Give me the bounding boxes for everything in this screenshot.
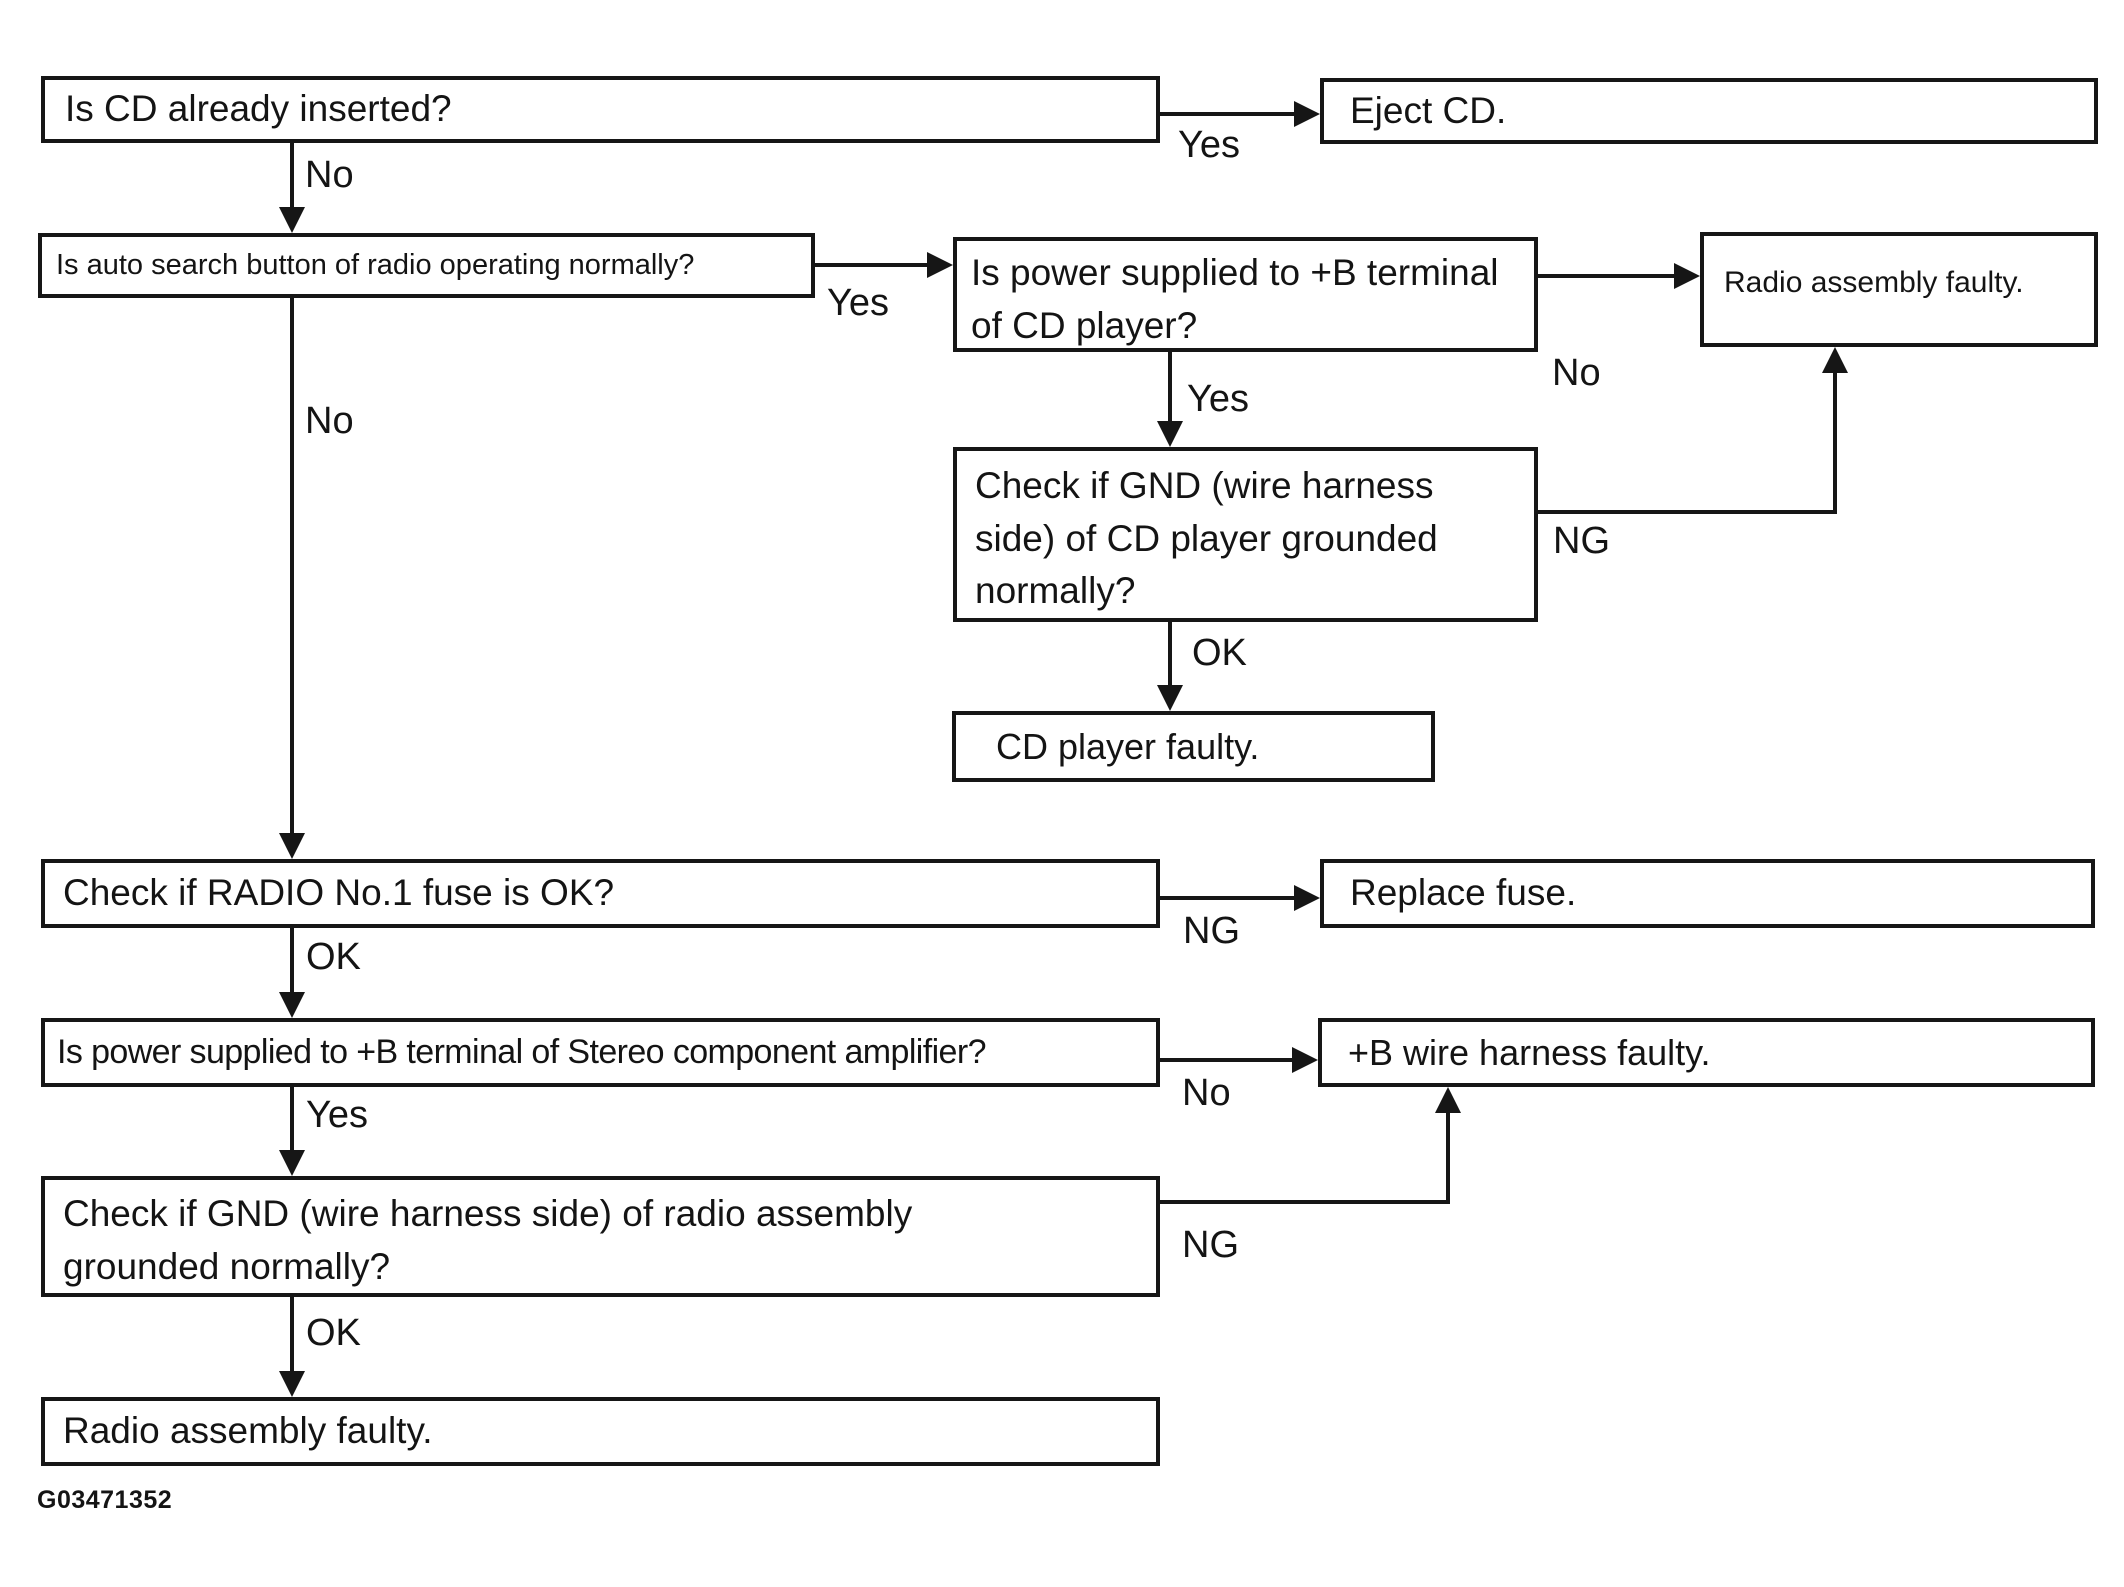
edge-powercd-to-radiofault-arrowhead-icon (1674, 263, 1700, 289)
edge-gndcd-ng-arrowhead-icon (1822, 347, 1848, 373)
edge-label-no-1: No (305, 154, 354, 196)
edge-label-yes-1: Yes (1178, 124, 1240, 166)
edge-label-ok-1: OK (1192, 632, 1247, 674)
edge-label-yes-4: Yes (306, 1094, 368, 1136)
edge-gndradio-to-radiofault-line (290, 1297, 294, 1371)
edge-poweramp-to-bwire-arrowhead-icon (1292, 1047, 1318, 1073)
edge-powercd-to-gndcd-line (1168, 352, 1172, 423)
node-gnd-cd-player: Check if GND (wire harness side) of CD p… (953, 447, 1538, 622)
edge-label-ok-2: OK (306, 936, 361, 978)
edge-label-yes-2: Yes (827, 282, 889, 324)
figure-code: G03471352 (37, 1486, 173, 1514)
edge-autosearch-to-fuse-line (290, 298, 294, 835)
node-cd-player-faulty: CD player faulty. (952, 711, 1435, 782)
node-is-cd-inserted: Is CD already inserted? (41, 76, 1160, 143)
edge-gndradio-ng-vertical-line (1446, 1111, 1450, 1204)
edge-label-no-2: No (1552, 352, 1601, 394)
node-radio-fuse-ok: Check if RADIO No.1 fuse is OK? (41, 859, 1160, 928)
edge-label-no-4: No (1182, 1072, 1231, 1114)
edge-poweramp-to-bwire-line (1160, 1058, 1292, 1062)
edge-gndradio-ng-arrowhead-icon (1435, 1087, 1461, 1113)
node-replace-fuse: Replace fuse. (1320, 859, 2095, 928)
edge-gndcd-ng-vertical-line (1833, 371, 1837, 514)
edge-fuse-to-replace-line (1160, 896, 1296, 900)
edge-label-ng-1: NG (1553, 520, 1610, 562)
node-radio-assembly-faulty-bottom: Radio assembly faulty. (41, 1397, 1160, 1466)
edge-gndcd-ng-horizontal-line (1538, 510, 1837, 514)
edge-poweramp-to-gndradio-arrowhead-icon (279, 1150, 305, 1176)
edge-gndcd-to-cdfault-arrowhead-icon (1157, 685, 1183, 711)
node-power-to-cd-player: Is power supplied to +B terminal of CD p… (953, 237, 1538, 352)
edge-cd-to-autosearch-arrowhead-icon (279, 207, 305, 233)
edge-fuse-to-replace-arrowhead-icon (1294, 885, 1320, 911)
edge-fuse-to-poweramp-arrowhead-icon (279, 992, 305, 1018)
node-gnd-radio-assembly: Check if GND (wire harness side) of radi… (41, 1176, 1160, 1297)
edge-cd-to-eject-arrowhead-icon (1294, 101, 1320, 127)
node-radio-assembly-faulty-top: Radio assembly faulty. (1700, 232, 2098, 347)
edge-autosearch-to-powercd-line (815, 263, 929, 267)
edge-label-ng-2: NG (1183, 910, 1240, 952)
node-power-to-stereo-amplifier: Is power supplied to +B terminal of Ster… (41, 1018, 1160, 1087)
edge-cd-to-eject-line (1160, 112, 1296, 116)
edge-label-no-3: No (305, 400, 354, 442)
edge-gndradio-ng-horizontal-line (1160, 1200, 1450, 1204)
edge-label-ng-3: NG (1182, 1224, 1239, 1266)
edge-gndradio-to-radiofault-arrowhead-icon (279, 1371, 305, 1397)
edge-powercd-to-gndcd-arrowhead-icon (1157, 421, 1183, 447)
edge-label-ok-3: OK (306, 1312, 361, 1354)
node-b-wire-harness-faulty: +B wire harness faulty. (1318, 1018, 2095, 1087)
node-eject-cd: Eject CD. (1320, 78, 2098, 144)
edge-fuse-to-poweramp-line (290, 928, 294, 992)
edge-cd-to-autosearch-line (290, 142, 294, 209)
edge-label-yes-3: Yes (1187, 378, 1249, 420)
edge-poweramp-to-gndradio-line (290, 1087, 294, 1150)
edge-gndcd-to-cdfault-line (1168, 622, 1172, 687)
edge-autosearch-to-powercd-arrowhead-icon (927, 252, 953, 278)
edge-powercd-to-radiofault-line (1538, 274, 1676, 278)
edge-autosearch-to-fuse-arrowhead-icon (279, 833, 305, 859)
node-auto-search-normal: Is auto search button of radio operating… (38, 233, 815, 298)
